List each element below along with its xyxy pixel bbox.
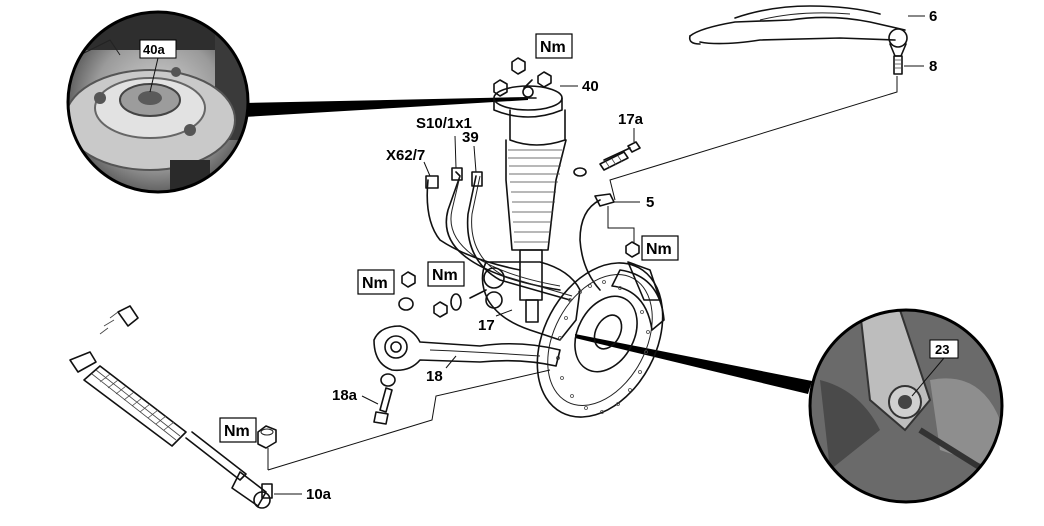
torque-badge-left-b: Nm [432, 267, 458, 284]
label-x62: X62/7 [386, 147, 425, 164]
label-8: 8 [929, 58, 937, 75]
label-39: 39 [462, 129, 479, 146]
label-10a: 10a [306, 486, 332, 503]
label-40a: 40a [143, 42, 165, 57]
label-6: 6 [929, 8, 937, 25]
air-strut [493, 79, 567, 323]
steering-knuckle-brake [481, 261, 665, 418]
inset-strut-mount: 40a [66, 10, 250, 194]
torque-badge-right: Nm [646, 241, 672, 258]
label-18: 18 [426, 368, 443, 385]
torque-badge-left-a: Nm [362, 275, 388, 292]
bolt-17a [573, 141, 641, 177]
label-23: 23 [935, 342, 949, 357]
inset-pointer-top [244, 97, 528, 117]
label-17: 17 [478, 317, 495, 334]
label-5: 5 [646, 194, 654, 211]
upper-control-arm [688, 5, 908, 75]
sensor-wiring [425, 167, 615, 301]
label-18a: 18a [332, 387, 358, 404]
bolt-18a [373, 373, 396, 425]
top-mount-nuts [493, 57, 552, 97]
knuckle-fasteners [398, 271, 487, 318]
steering-rack-tie-rod [69, 305, 273, 509]
inset-pointer-bottom [575, 334, 812, 394]
lower-control-arm [373, 325, 561, 372]
label-40: 40 [582, 78, 599, 95]
torque-badge-bottom: Nm [224, 423, 250, 440]
label-s10: S10/1x1 [416, 115, 472, 132]
torque-badge-top: Nm [540, 39, 566, 56]
label-17a: 17a [618, 111, 644, 128]
tie-rod-nut [257, 425, 277, 470]
inset-control-arm-bushing: 23 [808, 308, 1004, 504]
